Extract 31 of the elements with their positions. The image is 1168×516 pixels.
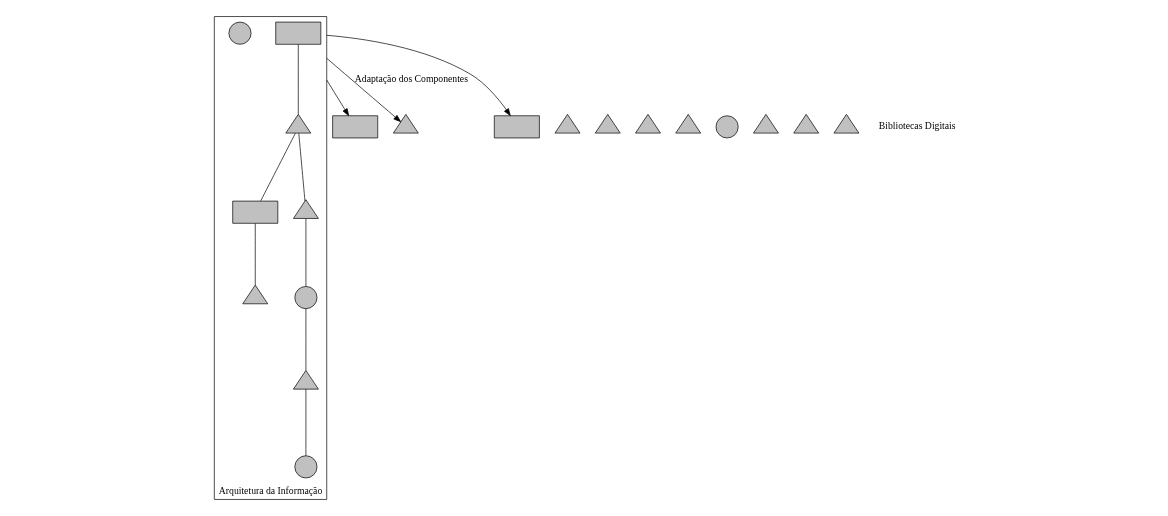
connector xyxy=(305,218,306,287)
node-circle xyxy=(293,286,317,309)
node-triangle xyxy=(284,114,311,134)
node-triangle xyxy=(554,114,580,134)
node-triangle xyxy=(674,114,701,134)
node-box xyxy=(331,115,378,139)
cluster: Arquitetura da Informação xyxy=(213,16,327,500)
connector xyxy=(297,44,299,115)
node-triangle xyxy=(292,370,319,390)
node-box xyxy=(274,21,321,45)
arrow xyxy=(325,34,511,116)
arrow xyxy=(325,79,349,117)
node-box xyxy=(493,115,540,139)
node-triangle xyxy=(752,114,779,134)
node-circle xyxy=(715,115,739,139)
arrow xyxy=(325,57,401,123)
edge-label: Adaptação dos Componentes xyxy=(354,72,468,84)
connector xyxy=(254,223,256,286)
node-box xyxy=(231,200,278,224)
node-circle xyxy=(228,21,251,45)
node-triangle xyxy=(594,114,621,134)
node-triangle xyxy=(833,114,859,134)
node-triangle xyxy=(792,114,819,134)
node-triangle xyxy=(292,199,319,219)
node-triangle xyxy=(634,114,661,134)
node-circle xyxy=(293,455,317,479)
connector xyxy=(259,133,296,202)
connector xyxy=(305,308,306,371)
label: Bibliotecas Digitais xyxy=(878,120,956,132)
node-triangle xyxy=(241,284,268,305)
connector xyxy=(297,133,305,202)
